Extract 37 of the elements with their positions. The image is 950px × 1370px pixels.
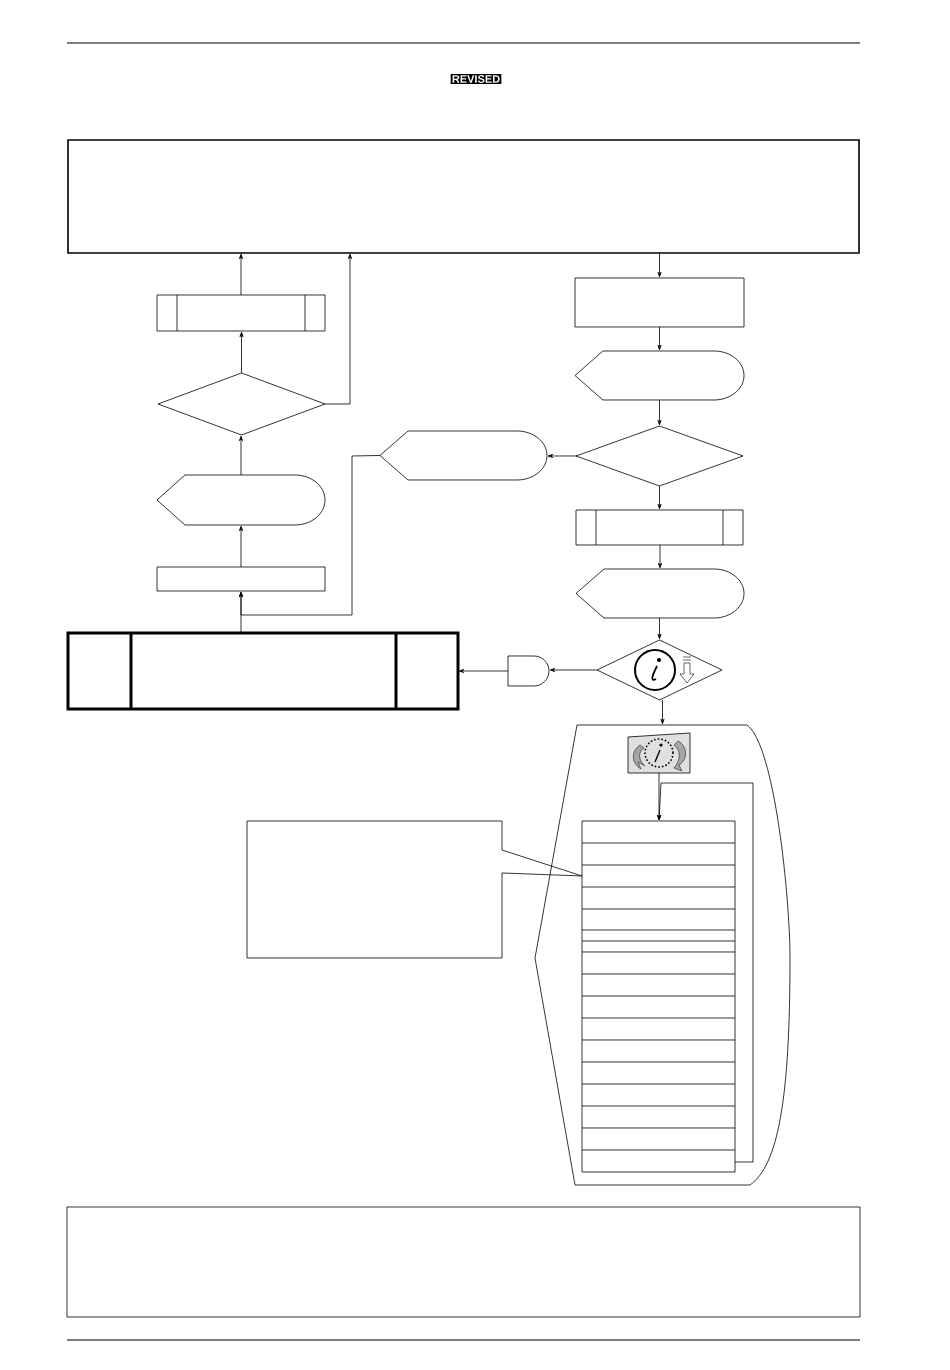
group-outline — [534, 724, 791, 1186]
arrow — [657, 252, 662, 278]
arrow — [658, 544, 662, 569]
arrow — [239, 331, 244, 374]
arrow — [239, 455, 381, 616]
arrow — [657, 326, 662, 351]
arrow — [657, 617, 662, 640]
arrow — [657, 399, 662, 426]
process-box — [67, 139, 860, 254]
display-shape — [156, 474, 326, 526]
arrow — [458, 669, 509, 673]
arrow — [239, 525, 243, 568]
arrow — [660, 699, 665, 725]
arrow — [547, 453, 577, 458]
process-box — [574, 277, 745, 328]
table — [581, 820, 736, 1173]
revised-badge: REVISED — [450, 73, 502, 85]
arrow — [239, 253, 243, 296]
process-box — [66, 1206, 861, 1318]
cycle-icon — [627, 732, 691, 774]
subroutine-box — [575, 509, 744, 546]
process-box — [156, 566, 326, 592]
decision-diamond — [157, 372, 326, 436]
arrow — [549, 668, 598, 672]
display-shape — [574, 350, 745, 401]
decision-diamond — [575, 425, 744, 487]
process-box — [66, 631, 460, 711]
arrow — [657, 485, 662, 510]
display-shape — [575, 568, 745, 619]
callout-box — [246, 820, 583, 959]
and-gate — [507, 655, 550, 687]
arrow — [324, 253, 352, 405]
subroutine-box — [156, 294, 326, 332]
arrow — [239, 435, 243, 476]
arrow — [657, 782, 754, 1163]
arrow — [657, 772, 661, 821]
display-shape — [379, 430, 548, 481]
